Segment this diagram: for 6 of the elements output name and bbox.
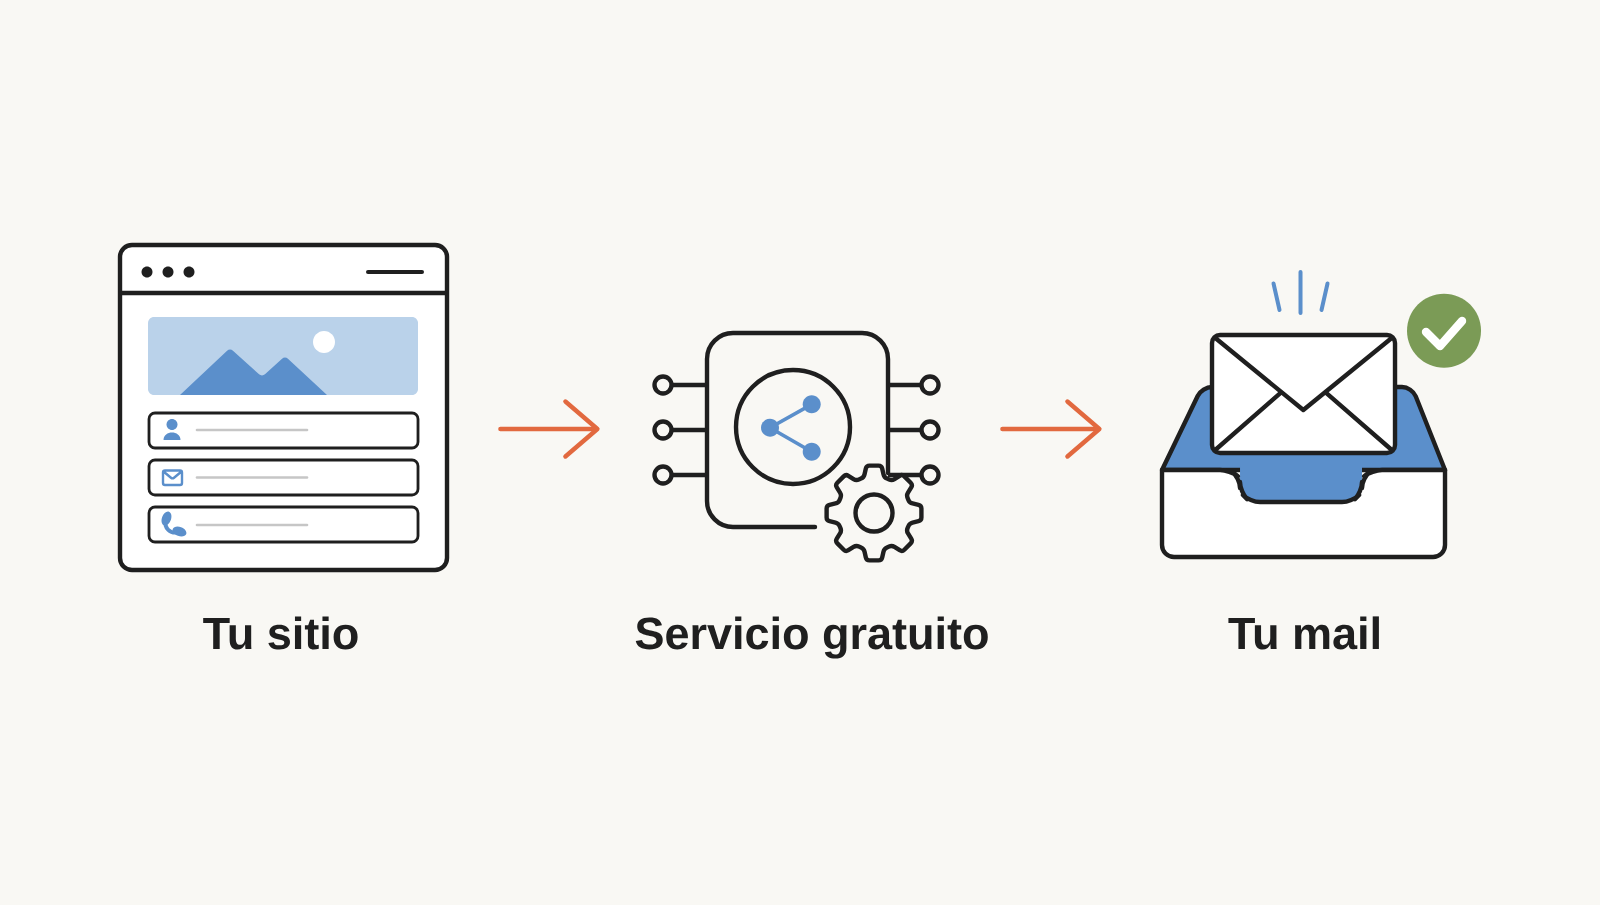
- integration-service-illustration: [652, 330, 941, 563]
- node-label: Tu mail: [1228, 616, 1379, 650]
- inbox-illustration: [1159, 270, 1481, 560]
- browser-window-illustration: [117, 242, 450, 573]
- node-label: Servicio gratuito: [635, 616, 988, 659]
- node-label: Tu sitio: [203, 616, 358, 650]
